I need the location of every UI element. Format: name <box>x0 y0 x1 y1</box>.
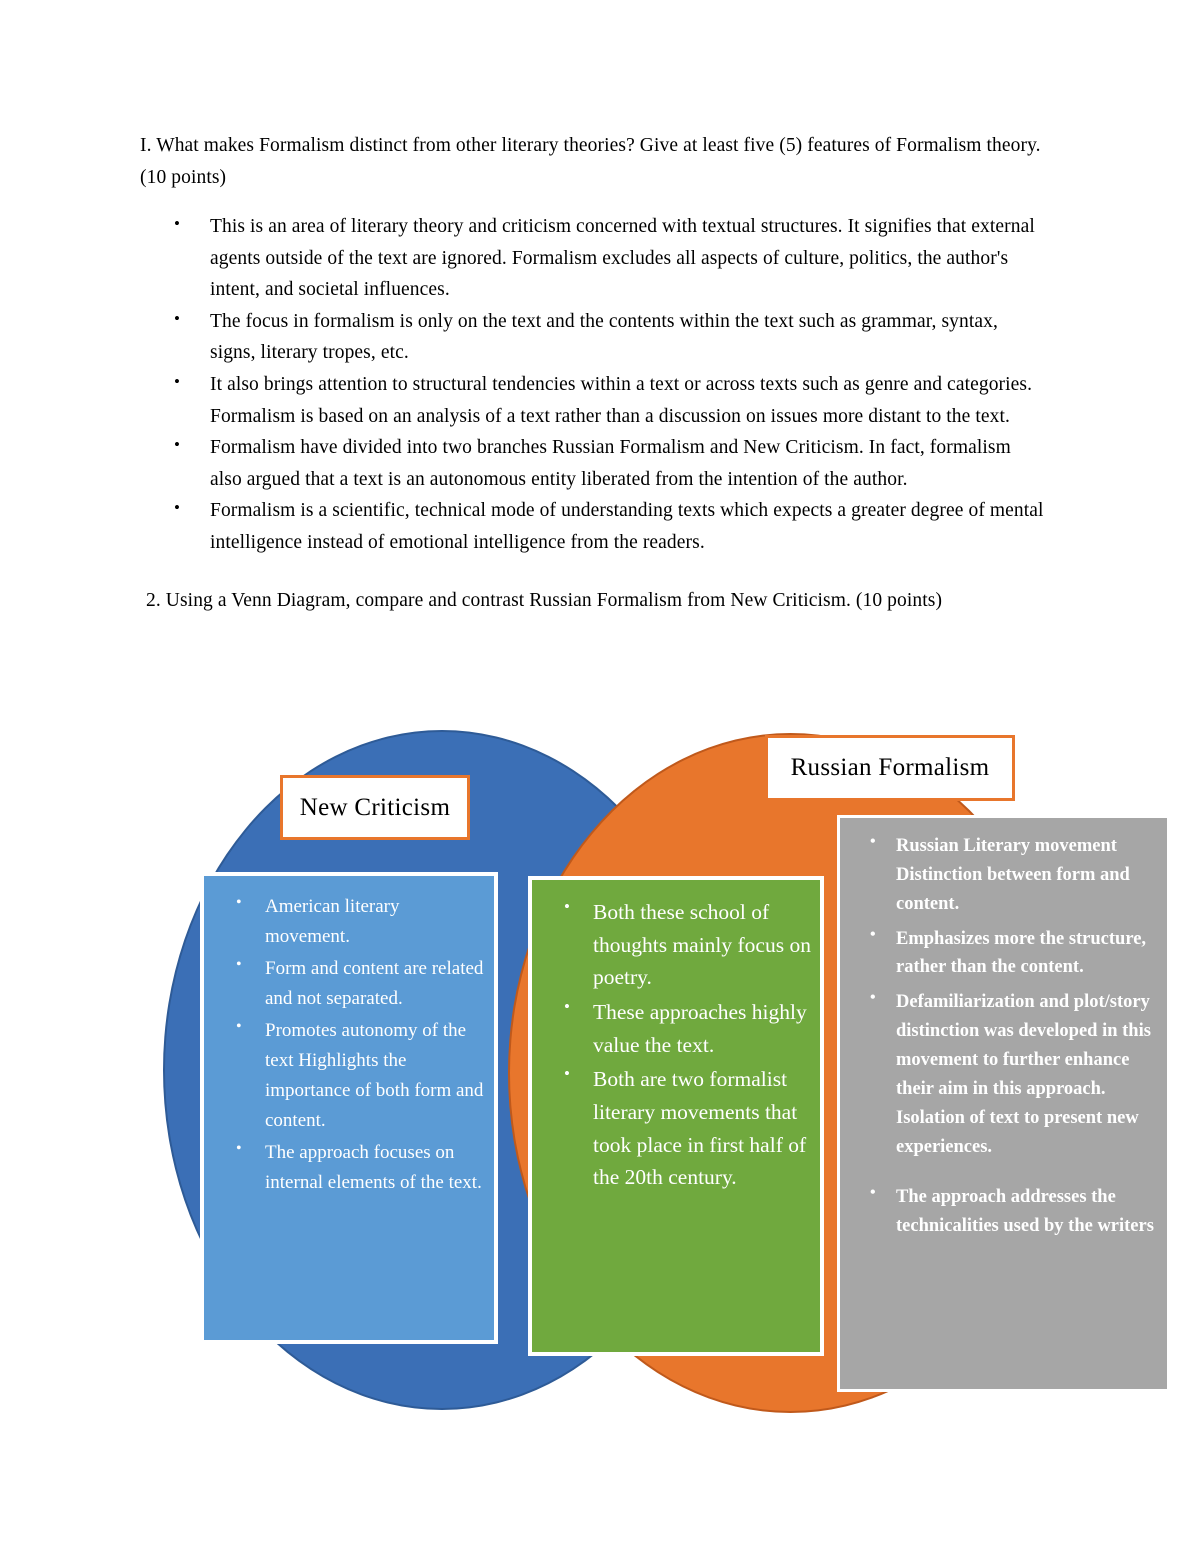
venn-diagram: New Criticism Russian Formalism American… <box>0 700 1200 1460</box>
document-body: I. What makes Formalism distinct from ot… <box>140 130 1045 616</box>
venn-label-new-criticism: New Criticism <box>280 775 470 840</box>
question-1-heading: I. What makes Formalism distinct from ot… <box>140 135 1041 188</box>
list-item: This is an area of literary theory and c… <box>140 210 1045 306</box>
list-item: American literary movement. <box>208 890 486 952</box>
question-2-heading: 2. Using a Venn Diagram, compare and con… <box>146 589 943 611</box>
shared-traits-list: Both these school of thoughts mainly foc… <box>538 894 812 1194</box>
venn-label-russian-formalism: Russian Formalism <box>765 735 1015 801</box>
question-1-bullet-list: This is an area of literary theory and c… <box>140 210 1045 558</box>
list-item: Promotes autonomy of the text Highlights… <box>208 1014 486 1136</box>
list-item: The focus in formalism is only on the te… <box>140 305 1045 369</box>
list-item: Formalism is a scientific, technical mod… <box>140 494 1045 558</box>
venn-panel-russian-formalism: Russian Literary movement Distinction be… <box>837 815 1170 1392</box>
venn-panel-new-criticism: American literary movement. Form and con… <box>200 872 498 1344</box>
list-item: Form and content are related and not sep… <box>208 952 486 1014</box>
venn-panel-overlap-shared: Both these school of thoughts mainly foc… <box>528 876 824 1356</box>
list-item: These approaches highly value the text. <box>538 994 812 1061</box>
list-item: Russian Literary movement Distinction be… <box>844 830 1159 919</box>
list-item: Formalism have divided into two branches… <box>140 431 1045 495</box>
list-item: Both are two formalist literary movement… <box>538 1061 812 1194</box>
list-item: Defamiliarization and plot/story distinc… <box>844 986 1159 1161</box>
list-item: Both these school of thoughts mainly foc… <box>538 894 812 994</box>
russian-formalism-list: Russian Literary movement Distinction be… <box>844 830 1159 1241</box>
list-item: It also brings attention to structural t… <box>140 368 1045 432</box>
list-item: The approach focuses on internal element… <box>208 1136 486 1198</box>
new-criticism-list: American literary movement. Form and con… <box>208 890 486 1198</box>
list-item: The approach addresses the technicalitie… <box>844 1181 1159 1241</box>
list-item: Emphasizes more the structure, rather th… <box>844 923 1159 983</box>
